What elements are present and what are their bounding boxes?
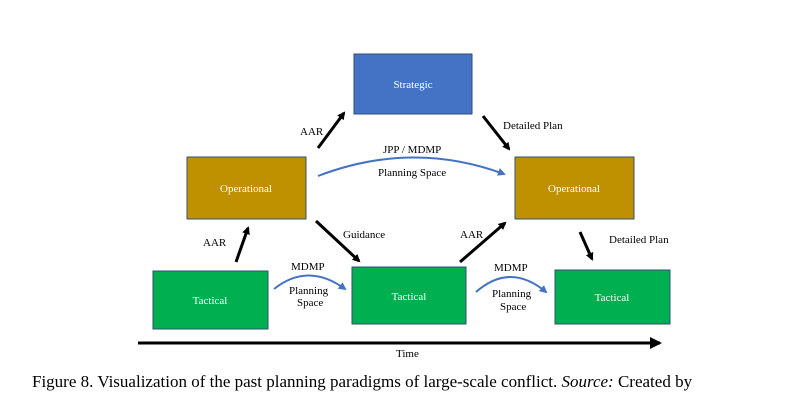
jpp-mdmp-label: JPP / MDMP [383, 144, 441, 156]
strategic-box-label: Strategic [393, 79, 432, 91]
planning-space-label-top: Planning Space [378, 167, 446, 179]
caption-prefix: Figure 8. Visualization of the past plan… [32, 372, 562, 391]
figure-caption: Figure 8. Visualization of the past plan… [32, 372, 782, 392]
aar-label-left: AAR [203, 237, 227, 249]
caption-suffix: Created by [613, 372, 693, 391]
operational-left-box-label: Operational [220, 183, 272, 195]
strategic-box [353, 53, 473, 115]
aar-label-mid: AAR [460, 229, 484, 241]
aar-arrow-tactical-to-operational-right [459, 221, 507, 264]
planning-arrow-operational [317, 156, 506, 177]
detailed-plan-label-right: Detailed Plan [609, 234, 669, 246]
tactical-box-1 [152, 270, 269, 330]
guidance-label: Guidance [343, 229, 385, 241]
detailed-plan-arrow-strategic-to-operational [481, 115, 511, 151]
planning-arrow-tactical-2 [475, 276, 548, 294]
tactical-box-2-label: Tactical [392, 291, 427, 303]
planning-arrow-tactical-1 [273, 274, 347, 291]
tactical-box-3 [554, 269, 671, 325]
caption-source-label: Source: [561, 372, 614, 391]
guidance-arrow-operational-to-tactical [314, 219, 361, 263]
operational-right-box [514, 156, 635, 220]
planning-label-1b: Space [297, 297, 323, 309]
tactical-box-2 [351, 266, 467, 325]
mdmp-label-2: MDMP [494, 262, 528, 274]
planning-label-2a: Planning [492, 288, 532, 300]
planning-label-1a: Planning [289, 285, 329, 297]
aar-arrow-tactical-to-operational [234, 226, 250, 263]
detailed-plan-arrow-operational-to-tactical [578, 231, 594, 261]
planning-label-2b: Space [500, 301, 526, 313]
tactical-box-3-label: Tactical [595, 292, 630, 304]
detailed-plan-label-top: Detailed Plan [503, 120, 563, 132]
mdmp-label-1: MDMP [291, 261, 325, 273]
aar-label-top: AAR [300, 126, 324, 138]
time-axis-label: Time [396, 348, 419, 360]
operational-left-box [186, 156, 307, 220]
operational-right-box-label: Operational [548, 183, 600, 195]
tactical-box-1-label: Tactical [193, 295, 228, 307]
aar-arrow-operational-to-strategic [316, 111, 346, 149]
